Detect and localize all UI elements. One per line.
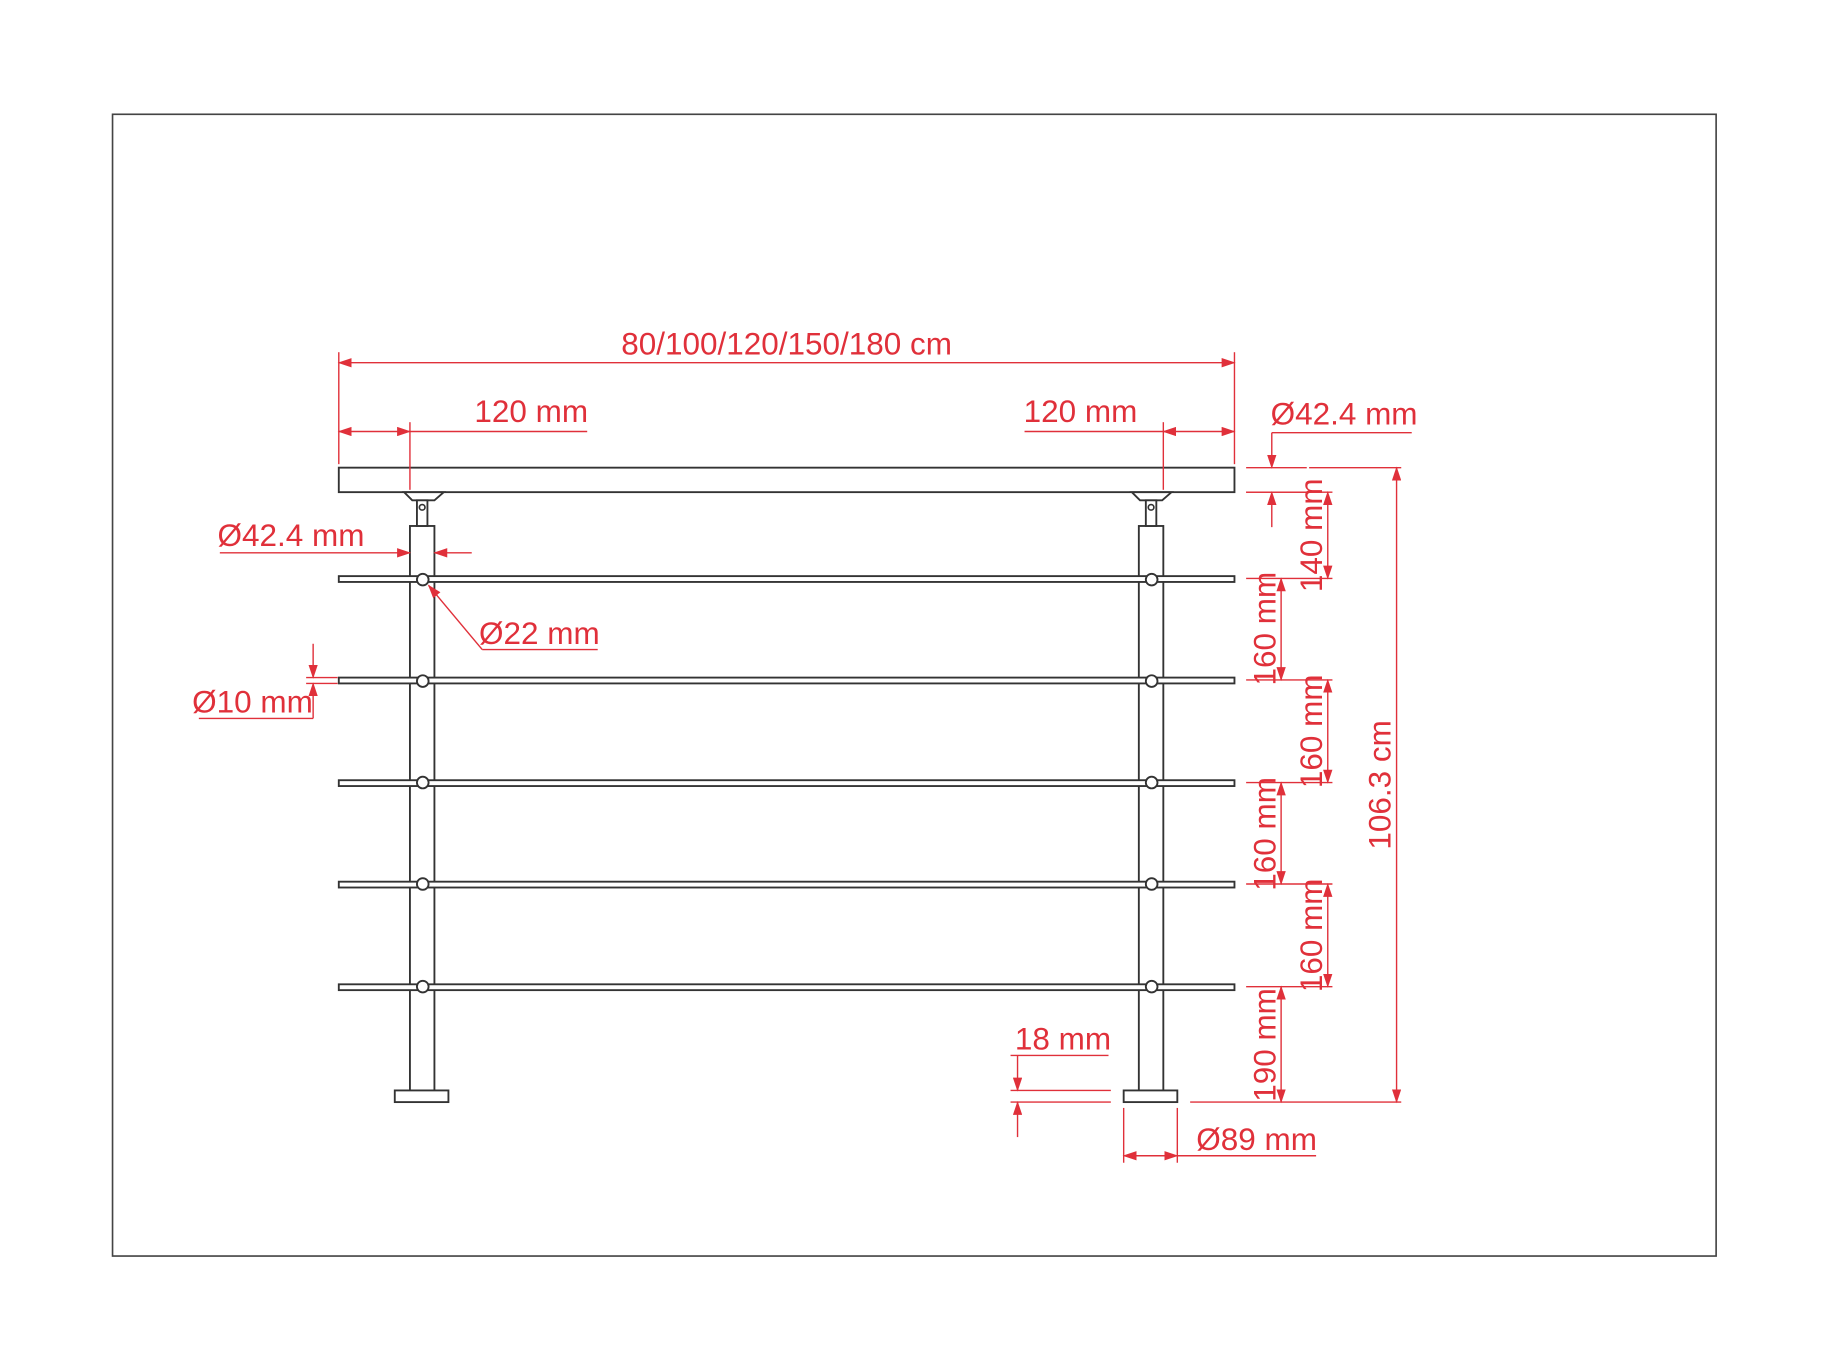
rod-hole — [415, 877, 430, 891]
rod-hole — [1144, 674, 1159, 688]
rod-hole — [1144, 877, 1159, 891]
rod — [337, 983, 1236, 992]
dim-base-diameter-label: Ø89 mm — [1196, 1122, 1317, 1157]
dim-spacing-3-label: 160 mm — [1247, 777, 1282, 891]
rod-hole — [415, 979, 430, 994]
rod — [337, 880, 1236, 889]
dim-total-height: 106.3 cm — [1309, 466, 1402, 1104]
rod-hole — [415, 775, 430, 790]
dim-overhang-left: 120 mm — [337, 394, 588, 490]
right-bracket-stem — [1144, 499, 1158, 527]
rod — [337, 676, 1236, 685]
dim-overhang-right-label: 120 mm — [1024, 394, 1138, 429]
rod-hole — [1144, 572, 1159, 587]
dim-spacing-1-label: 160 mm — [1247, 572, 1282, 686]
dim-handrail-diameter: Ø42.4 mm — [1246, 397, 1418, 528]
dim-total-height-label: 106.3 cm — [1363, 720, 1398, 849]
dim-hole-diameter: Ø22 mm — [427, 584, 600, 651]
rod-hole — [415, 572, 430, 587]
dim-base-diameter: Ø89 mm — [1122, 1107, 1317, 1163]
dimensions: 80/100/120/150/180 cm 120 mm 120 mm Ø42.… — [192, 327, 1418, 1163]
rod-hole — [1144, 979, 1159, 994]
rod-hole — [1144, 775, 1159, 790]
dim-spacing-2-label: 160 mm — [1294, 674, 1329, 788]
rod-holes — [415, 572, 1159, 994]
right-bracket-screw — [1147, 503, 1155, 511]
dim-hole-diameter-label: Ø22 mm — [479, 616, 600, 651]
handrail — [337, 466, 1236, 494]
dim-vertical-spacings: 140 mm 160 mm 160 mm 160 mm 160 mm 190 m… — [1190, 478, 1402, 1104]
dim-base-thickness-label: 18 mm — [1015, 1022, 1111, 1057]
rod — [337, 779, 1236, 787]
dim-base-thickness: 18 mm — [1010, 1022, 1111, 1138]
left-base-plate — [393, 1089, 450, 1104]
left-bracket-screw — [418, 503, 426, 511]
rod-hole — [415, 674, 430, 688]
dim-overall-length: 80/100/120/150/180 cm — [337, 327, 1236, 465]
left-post — [393, 491, 450, 1104]
dim-post-diameter: Ø42.4 mm — [218, 518, 472, 558]
right-base-plate — [1122, 1089, 1179, 1104]
dim-post-diameter-label: Ø42.4 mm — [218, 518, 365, 553]
left-post-tube — [409, 525, 436, 1092]
dim-rod-diameter: Ø10 mm — [192, 643, 338, 720]
dim-rod-diameter-label: Ø10 mm — [192, 685, 313, 720]
right-saddle-bracket — [1129, 491, 1174, 502]
dim-handrail-diameter-label: Ø42.4 mm — [1271, 397, 1418, 432]
dim-spacing-4-label: 160 mm — [1294, 878, 1329, 992]
dim-overhang-right: 120 mm — [1024, 394, 1236, 490]
rods — [337, 575, 1236, 992]
left-bracket-stem — [415, 499, 429, 527]
right-post-tube — [1137, 525, 1165, 1092]
railing-parts — [337, 466, 1236, 1104]
rod — [337, 575, 1236, 583]
dim-overall-length-label: 80/100/120/150/180 cm — [621, 327, 952, 362]
left-saddle-bracket — [401, 491, 447, 502]
dim-spacing-top-label: 140 mm — [1294, 478, 1329, 592]
dim-overhang-left-label: 120 mm — [474, 394, 588, 429]
drawing-frame — [111, 113, 1717, 1257]
dim-spacing-bottom-label: 190 mm — [1247, 988, 1282, 1102]
right-post — [1122, 491, 1179, 1104]
